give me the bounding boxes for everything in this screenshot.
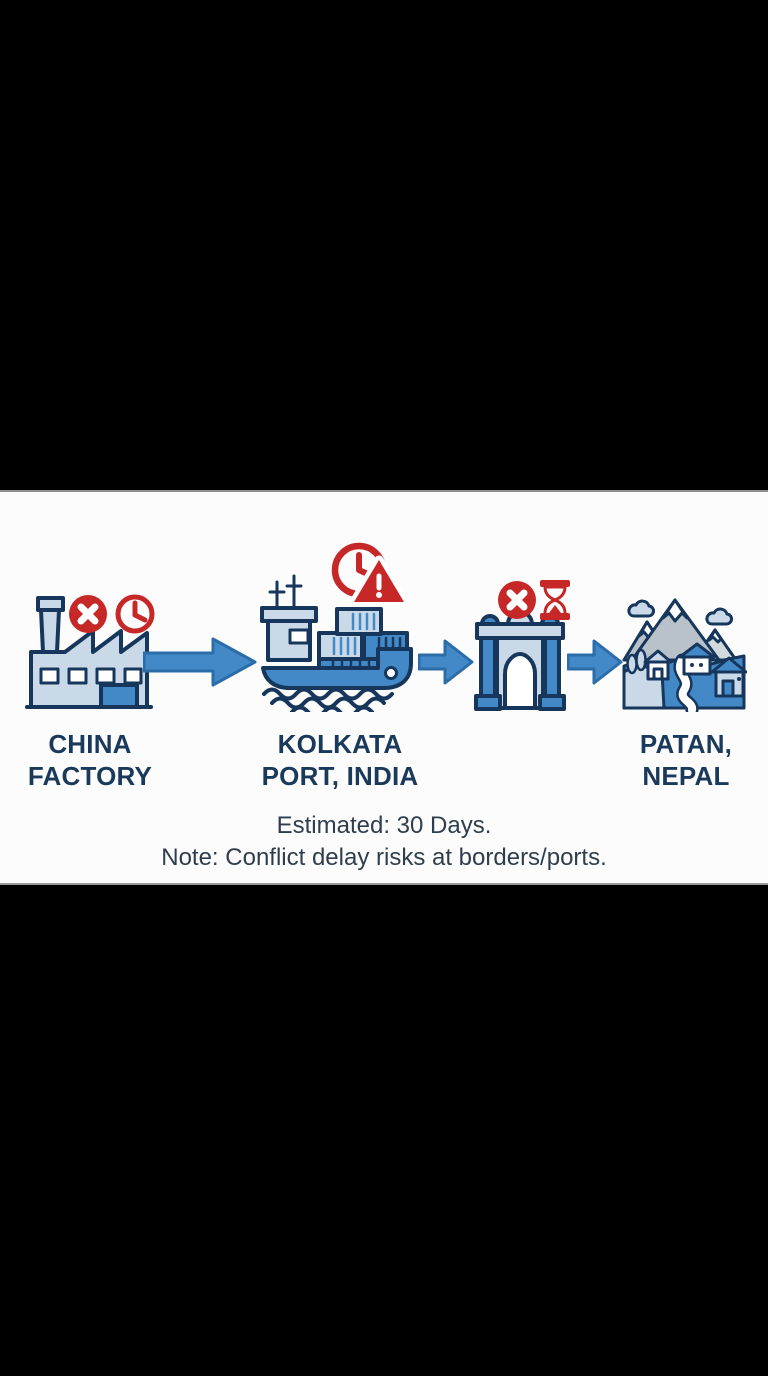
error-x-icon: [69, 595, 107, 633]
snow-cap: [707, 628, 723, 644]
label-line: NEPAL: [642, 761, 730, 791]
label-line: PATAN,: [639, 729, 733, 759]
ship-bridge-cap: [260, 606, 318, 623]
infographic-band: CHINA FACTORY: [0, 490, 768, 885]
arch-pillar-base: [474, 694, 502, 711]
route-arrow-1: [143, 637, 257, 687]
hourglass-icon: [540, 580, 570, 620]
house-icon: [643, 649, 673, 681]
station-label-china-factory: CHINA FACTORY: [0, 728, 180, 792]
factory-window: [123, 667, 143, 685]
factory-window: [67, 667, 88, 685]
arch-pillar: [479, 636, 497, 698]
border-arch-icon: [474, 580, 570, 711]
mountain-village-icon: [622, 598, 747, 712]
top-letterbox-bar: [0, 0, 768, 490]
cloud-icon: [627, 599, 656, 618]
station-label-kolkata-port: KOLKATA PORT, INDIA: [230, 728, 450, 792]
ship-hull: [261, 647, 413, 690]
tree-icon: [626, 653, 638, 675]
factory-window: [39, 667, 60, 685]
warning-triangle-icon: [349, 555, 409, 607]
clock-icon: [115, 594, 155, 634]
factory-chimney: [39, 608, 61, 654]
route-arrow-3: [567, 639, 623, 685]
factory-icon: [25, 594, 155, 709]
house-icon: [710, 656, 747, 698]
ship-waves: [262, 687, 394, 712]
river-path: [673, 653, 699, 712]
ship-porthole: [384, 666, 398, 680]
snow-cap: [661, 598, 689, 623]
error-x-icon: [498, 581, 536, 619]
label-line: FACTORY: [27, 761, 153, 791]
label-line: PORT, INDIA: [261, 761, 419, 791]
tree-icon: [635, 648, 647, 672]
route-arrow-2: [418, 639, 474, 685]
factory-chimney-cap: [36, 596, 65, 612]
arch-pillar-base: [538, 694, 566, 711]
station-label-patan-nepal: PATAN, NEPAL: [596, 728, 768, 792]
cloud-icon: [705, 607, 734, 626]
arch-pillar: [543, 636, 561, 698]
note-estimate: Estimated: 30 Days.: [276, 812, 492, 839]
ship-masts: [268, 574, 303, 612]
house-icon: [678, 642, 716, 676]
factory-window: [95, 667, 116, 685]
bottom-letterbox-bar: [0, 885, 768, 1376]
route-notes: Estimated: 30 Days. Note: Conflict delay…: [0, 810, 768, 874]
cargo-ship-icon: [260, 542, 413, 712]
factory-door: [99, 683, 139, 709]
label-line: CHINA: [48, 729, 132, 759]
ship-bridge-window: [288, 628, 310, 645]
arch-opening: [503, 652, 537, 710]
label-line: KOLKATA: [277, 729, 403, 759]
note-risk: Note: Conflict delay risks at borders/po…: [161, 844, 607, 871]
arch-beam: [475, 622, 565, 640]
